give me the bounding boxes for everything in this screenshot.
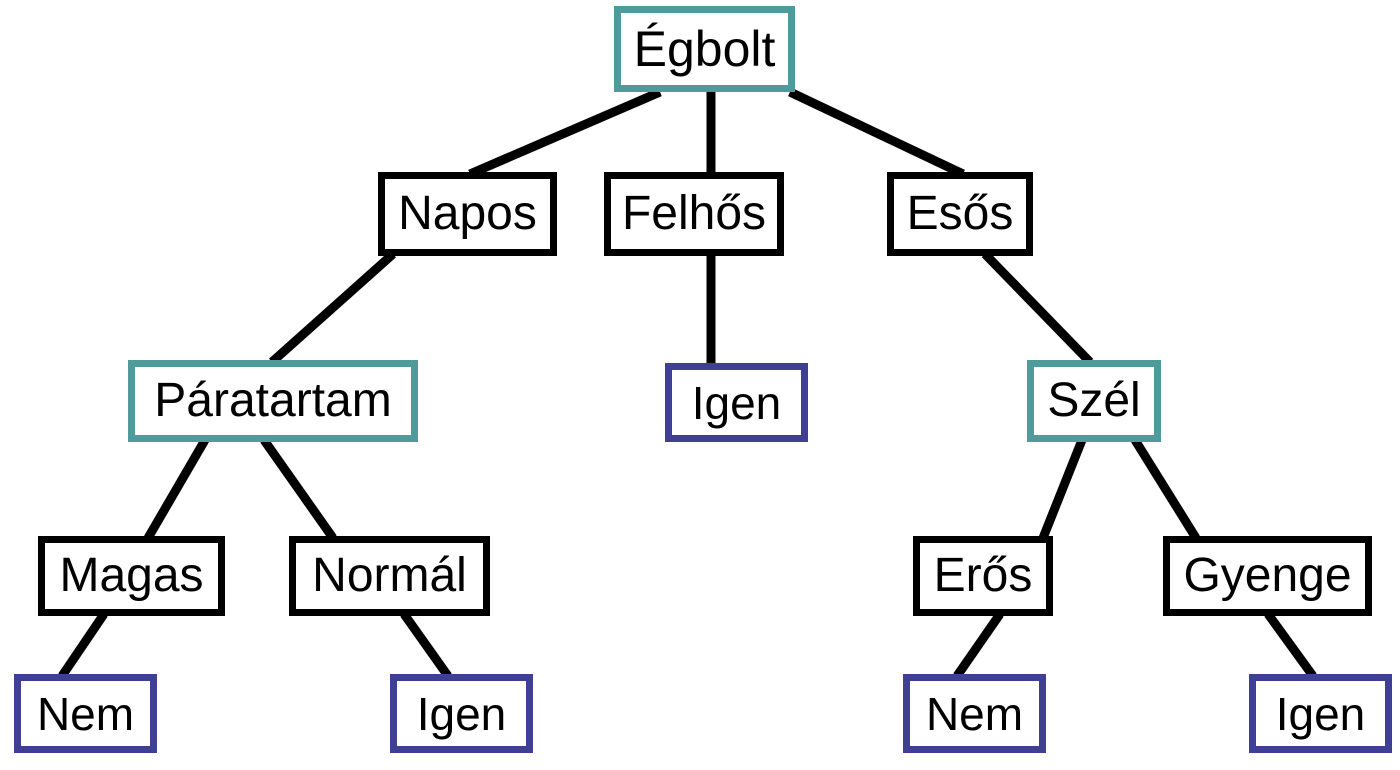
node-paratartam-label: Páratartam [154,374,392,427]
node-gyenge-igen-label: Igen [1275,687,1366,740]
node-paratartam[interactable]: Páratartam [128,360,418,442]
node-magas[interactable]: Magas [38,536,225,616]
node-felhos[interactable]: Felhős [604,172,784,256]
node-eros-label: Erős [933,549,1033,602]
node-szel[interactable]: Szél [1027,360,1161,442]
node-magas-nem-label: Nem [36,687,135,740]
edge-szel-eros [1038,438,1087,540]
edge-eros-nem [953,611,1004,679]
node-normal-igen[interactable]: Igen [390,674,533,753]
node-napos-label: Napos [398,187,537,240]
node-egbolt[interactable]: Égbolt [614,6,795,92]
node-eros-nem[interactable]: Nem [903,674,1046,753]
node-esos[interactable]: Esős [887,172,1033,256]
edge-paratartam-magas [144,437,209,541]
edge-gyenge-igen [1264,611,1317,679]
node-szel-label: Szél [1047,374,1141,427]
node-gyenge-label: Gyenge [1183,549,1352,602]
node-normal-label: Normál [312,549,467,602]
node-eros-nem-label: Nem [925,687,1024,740]
node-eros[interactable]: Erős [913,536,1053,616]
node-gyenge[interactable]: Gyenge [1163,536,1372,616]
node-normal[interactable]: Normál [289,536,490,616]
edge-normal-igen [400,611,452,679]
node-egbolt-label: Égbolt [633,21,776,77]
node-napos[interactable]: Napos [378,172,557,256]
node-normal-igen-label: Igen [416,687,507,740]
edge-magas-nem [58,611,108,679]
edge-root-napos [468,87,662,179]
node-magas-label: Magas [59,549,204,602]
edge-paratartam-normal [260,437,337,541]
edge-szel-gyenge [1131,437,1200,541]
edge-root-esos [788,87,965,179]
node-magas-nem[interactable]: Nem [14,674,157,753]
edge-esos-szel [981,250,1094,366]
node-felhos-label: Felhős [621,187,767,240]
node-felhos-igen[interactable]: Igen [665,363,808,442]
node-esos-label: Esős [906,187,1014,240]
edge-napos-paratartam [269,250,396,366]
node-felhos-igen-label: Igen [691,376,782,429]
node-gyenge-igen[interactable]: Igen [1249,674,1392,753]
